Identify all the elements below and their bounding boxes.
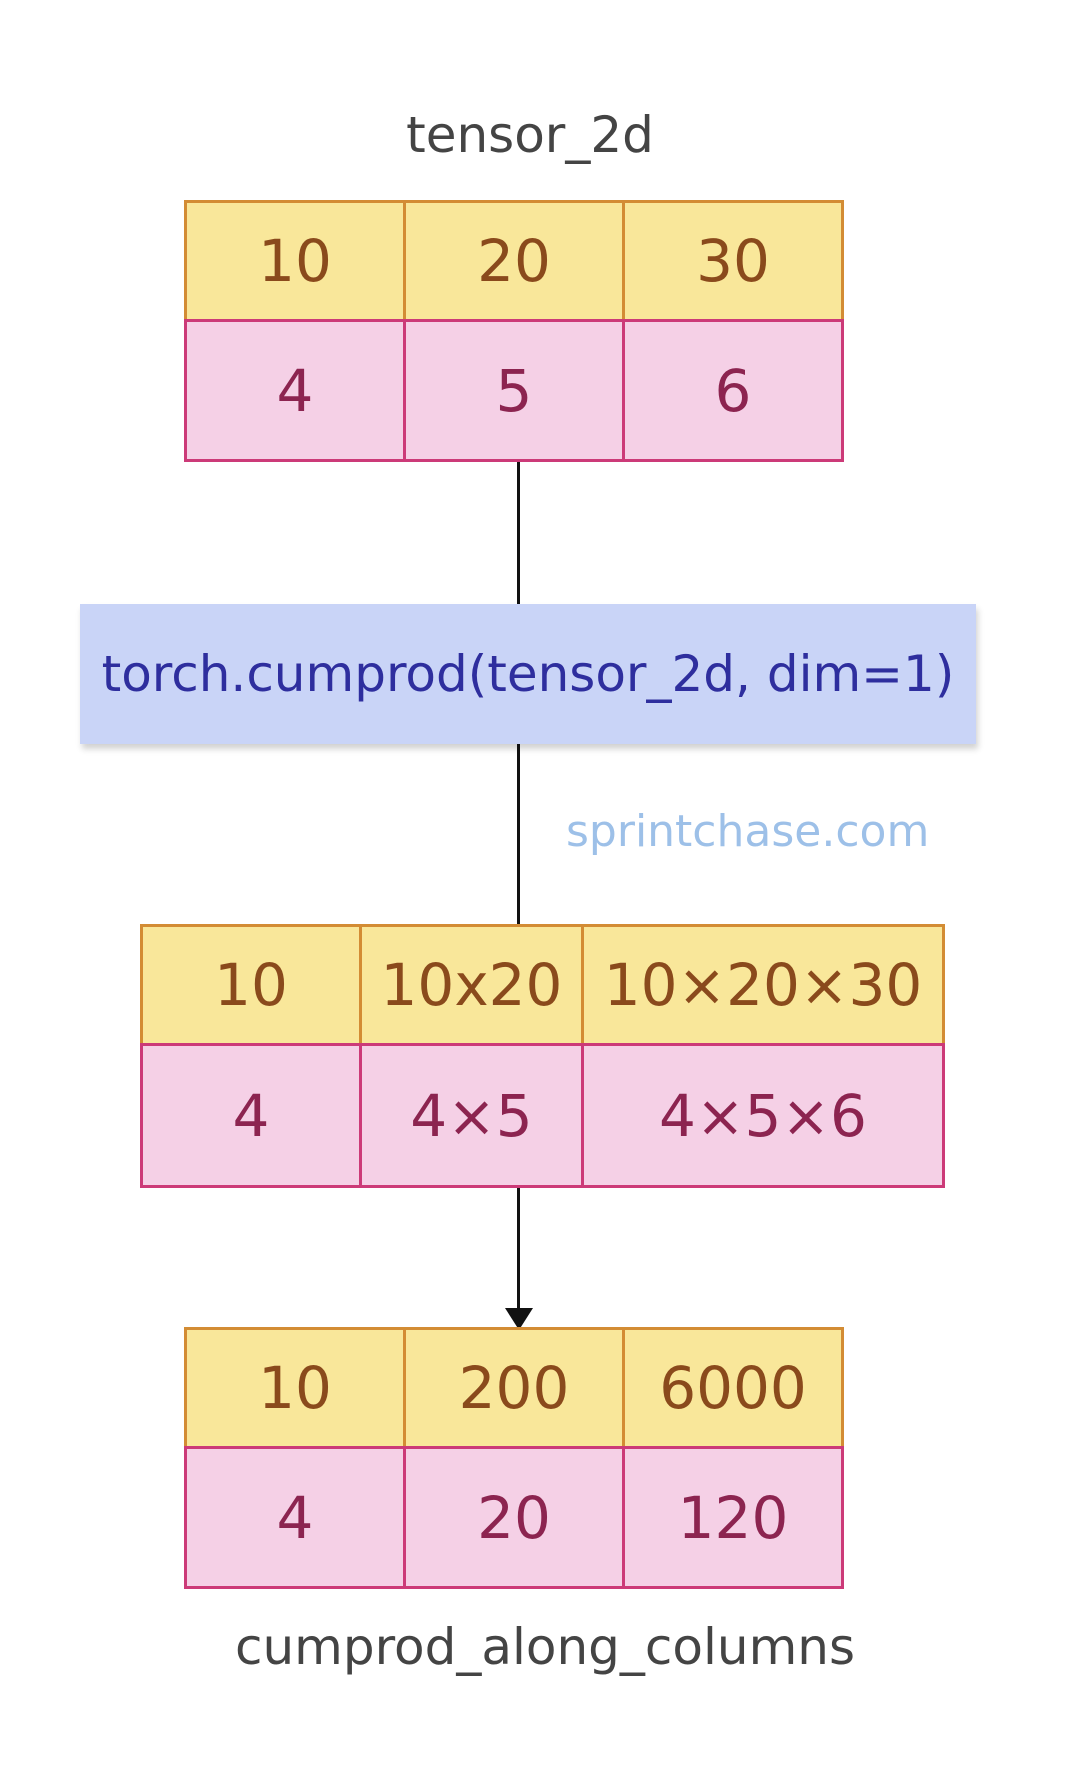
output-cell-r0-c2: 6000 (622, 1327, 844, 1449)
steps-cell-r1-c2: 4×5×6 (581, 1043, 945, 1188)
watermark-text: sprintchase.com (566, 806, 930, 857)
steps-cell-r0-c1: 10x20 (359, 924, 584, 1046)
operation-label: torch.cumprod(tensor_2d, dim=1) (101, 645, 955, 703)
input-cell-r0-c1: 20 (403, 200, 625, 322)
steps-cell-r1-c0: 4 (140, 1043, 362, 1188)
output-cell-r1-c0: 4 (184, 1446, 406, 1589)
connector-steps-to-output (517, 1188, 520, 1310)
operation-box: torch.cumprod(tensor_2d, dim=1) (80, 604, 976, 744)
input-cell-r0-c2: 30 (622, 200, 844, 322)
input-cell-r1-c0: 4 (184, 319, 406, 462)
steps-cell-r1-c1: 4×5 (359, 1043, 584, 1188)
input-cell-r0-c0: 10 (184, 200, 406, 322)
output-cell-r0-c1: 200 (403, 1327, 625, 1449)
output-cell-r1-c1: 20 (403, 1446, 625, 1589)
input-cell-r1-c1: 5 (403, 319, 625, 462)
steps-cell-r0-c2: 10×20×30 (581, 924, 945, 1046)
output-cell-r0-c0: 10 (184, 1327, 406, 1449)
connector-operation-to-steps (517, 744, 520, 924)
arrow-down-icon (505, 1308, 533, 1330)
input-tensor-title: tensor_2d (406, 106, 654, 164)
input-cell-r1-c2: 6 (622, 319, 844, 462)
output-tensor-title: cumprod_along_columns (234, 1618, 856, 1676)
output-cell-r1-c2: 120 (622, 1446, 844, 1589)
steps-cell-r0-c0: 10 (140, 924, 362, 1046)
connector-input-to-operation (517, 462, 520, 604)
